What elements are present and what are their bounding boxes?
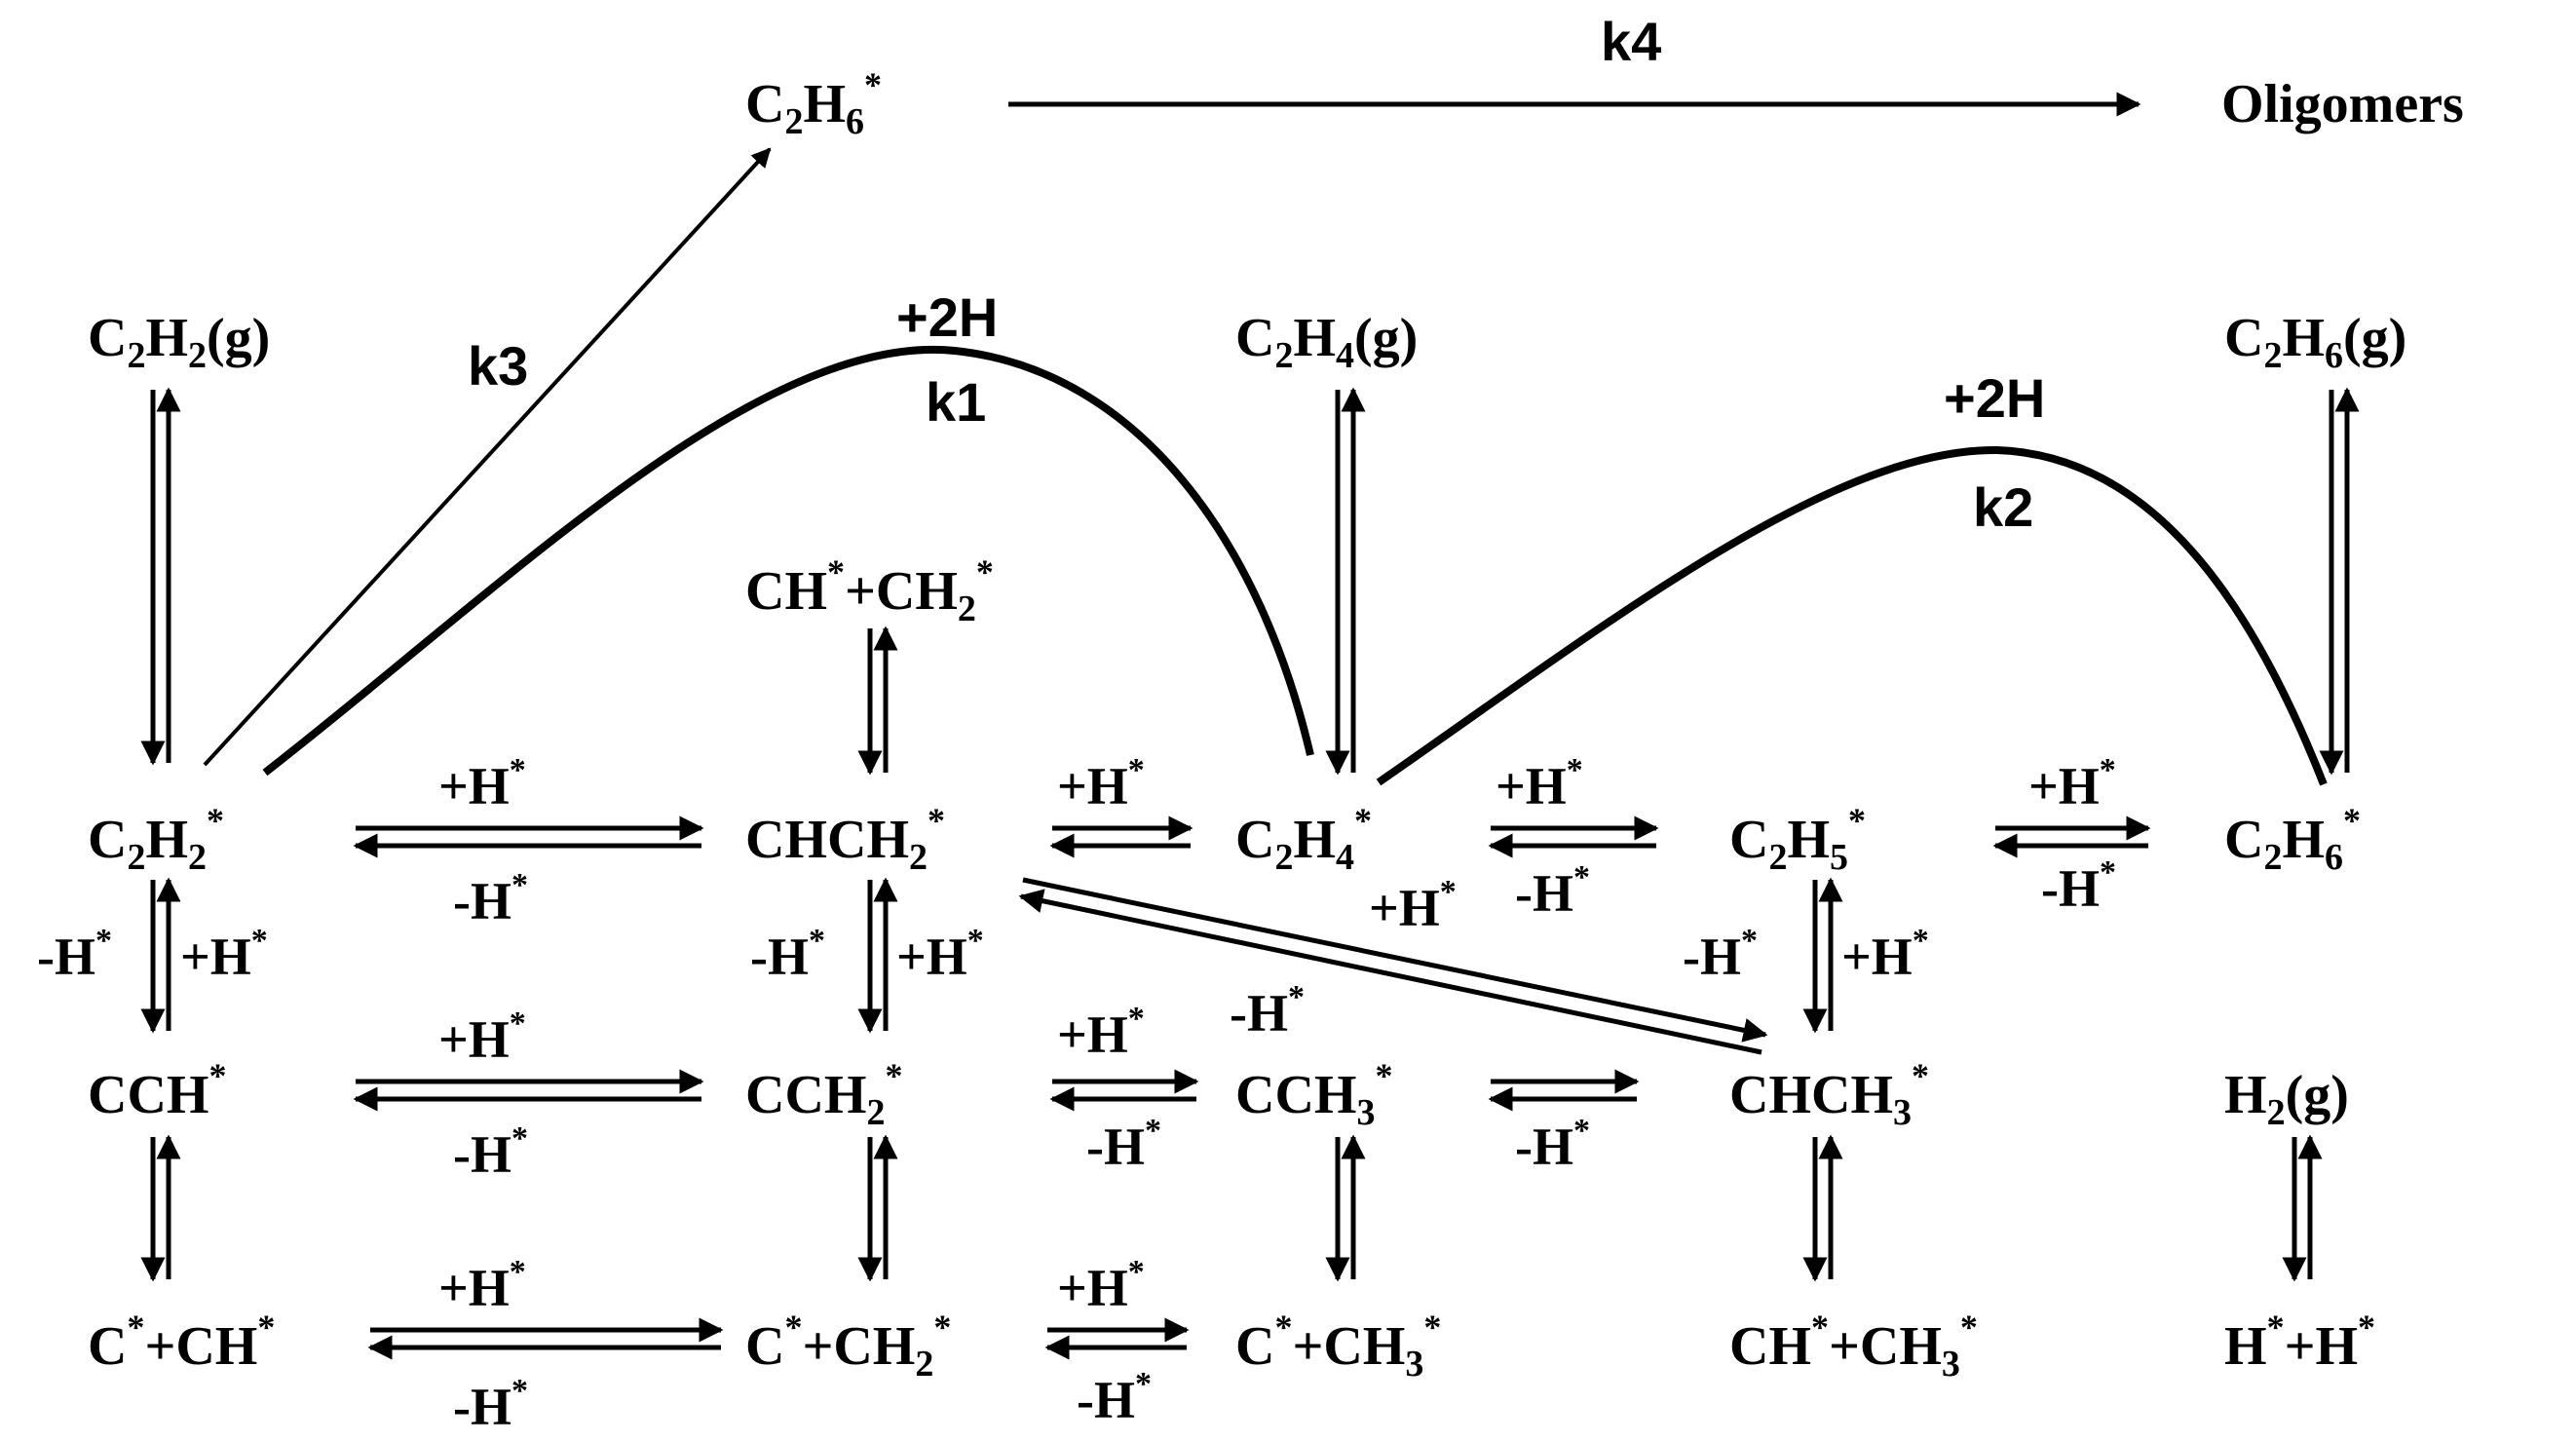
species-c2h5-adsorbed: C2H5* [1729,801,1866,878]
label-minus-h: -H* [750,923,825,986]
curve-k2-path [1376,445,2328,786]
species-ch-plus-ch2: CH*+CH2* [745,552,994,629]
label-k4: k4 [1601,11,1661,72]
label-plus-h: +H* [1057,1001,1145,1064]
label-minus-h: -H* [1515,859,1590,923]
species-chch3: CHCH3* [1729,1056,1929,1133]
label-k1: k1 [926,371,986,433]
step-labels: +H* -H* +H* +H* -H* +H* +H* -H* -H* +H* … [37,752,2116,1436]
horizontal-equilibria [353,816,2151,1360]
species-c2h4-gas: C2H4(g) [1235,308,1418,376]
species-h-plus-h: H*+H* [2224,1308,2375,1377]
species-ch-plus-ch3: CH*+CH3* [1729,1308,1978,1385]
species-chch2: CHCH2* [745,801,945,878]
label-plus-h: +H* [1496,752,1583,816]
species-c2h6-adsorbed-top: C2H6* [745,65,882,142]
arrow-k3 [203,147,772,767]
label-k2: k2 [1973,476,2033,538]
label-plus-h: +H* [438,1006,526,1069]
label-plus-h: +H* [1369,874,1457,937]
species-c-plus-ch2: C*+CH2* [745,1308,951,1385]
label-k3: k3 [468,335,528,397]
label-minus-h: -H* [1077,1366,1152,1429]
label-plus-h: +H* [2028,752,2116,816]
species-c2h2-gas: C2H2(g) [88,308,270,376]
label-plus-h: +H* [1057,1254,1145,1317]
species-cch2: CCH2* [745,1056,902,1133]
label-plus-h: +H* [1057,752,1145,816]
label-plus-h: +H* [180,923,268,986]
label-minus-h: -H* [1683,923,1758,986]
label-minus-h: -H* [37,923,112,986]
label-minus-h: -H* [453,1120,528,1184]
vertical-equilibria [140,387,2360,1282]
label-plus-2h-k2: +2H [1944,367,2045,429]
species-c-plus-ch3: C*+CH3* [1235,1308,1441,1385]
label-plus-h: +H* [1841,923,1929,986]
species-oligomers: Oligomers [2221,74,2464,134]
arrow-diag-down-chch2-chch3 [1022,877,1768,1043]
species-cch: CCH* [88,1056,226,1125]
label-plus-h: +H* [438,1254,526,1317]
label-plus-h: +H* [438,752,526,816]
species-c-plus-ch: C*+CH* [88,1308,275,1377]
arrow-diag-up-chch3-chch2 [1018,889,1762,1055]
species-c2h6-gas: C2H6(g) [2224,308,2406,376]
species-h2-gas: H2(g) [2224,1065,2349,1133]
label-minus-h: -H* [453,867,528,930]
species-c2h4-adsorbed: C2H4* [1235,801,1372,878]
label-minus-h: -H* [1230,979,1305,1043]
label-minus-h: -H* [453,1373,528,1436]
diagonal-equilibrium [1018,877,1768,1055]
label-minus-h: -H* [1515,1113,1590,1176]
species-c2h2-adsorbed: C2H2* [88,801,224,878]
label-minus-h: -H* [1086,1113,1161,1176]
label-plus-2h-k1: +2H [896,286,998,348]
curve-k1-path [262,345,1314,777]
label-plus-h: +H* [896,923,984,986]
species-cch3: CCH3* [1235,1056,1392,1133]
label-minus-h: -H* [2041,854,2116,918]
species-c2h6-adsorbed: C2H6* [2224,801,2361,878]
